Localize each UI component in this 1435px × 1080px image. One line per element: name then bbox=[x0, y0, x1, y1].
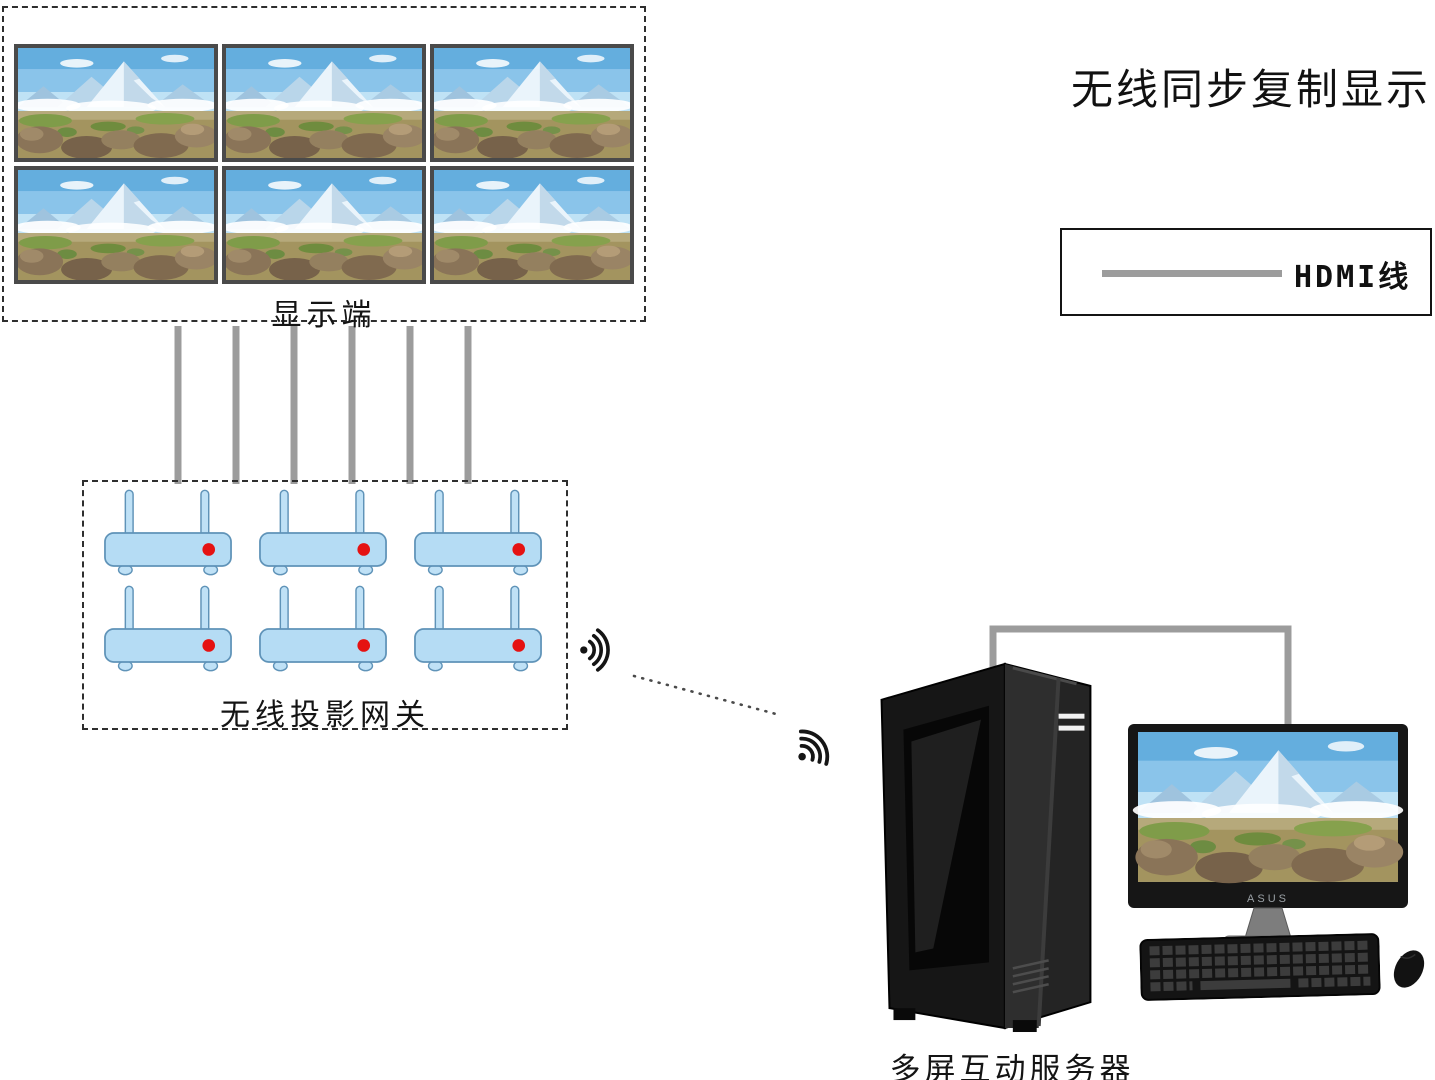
gateway-box bbox=[82, 480, 568, 730]
display-monitor bbox=[14, 166, 218, 284]
router-icon bbox=[259, 585, 387, 672]
landscape-image bbox=[18, 48, 214, 158]
hdmi-bracket-line bbox=[989, 625, 1292, 770]
display-monitor bbox=[14, 44, 218, 162]
gateway-label: 无线投影网关 bbox=[220, 699, 430, 732]
monitor-wall-grid bbox=[14, 44, 634, 284]
landscape-image bbox=[18, 170, 214, 280]
server-mouse bbox=[1384, 944, 1434, 994]
server-label: 多屏互动服务器 bbox=[889, 1052, 1135, 1080]
legend-hdmi-line bbox=[1102, 270, 1282, 277]
legend-label: HDMI线 bbox=[1294, 260, 1412, 295]
display-monitor bbox=[222, 166, 426, 284]
wifi-signal-icon-gateway bbox=[576, 624, 628, 676]
landscape-image bbox=[434, 170, 630, 280]
wireless-gateway-device bbox=[414, 487, 542, 579]
router-icon bbox=[414, 585, 542, 672]
asus-logo-text: ASUS bbox=[1247, 893, 1289, 905]
display-monitor bbox=[430, 166, 634, 284]
router-icon bbox=[104, 585, 232, 672]
keyboard-icon bbox=[1139, 933, 1381, 1001]
display-monitor bbox=[222, 44, 426, 162]
landscape-image bbox=[226, 48, 422, 158]
monitor-stand bbox=[1244, 907, 1292, 939]
wireless-dotted-line bbox=[632, 674, 778, 716]
landscape-image bbox=[226, 170, 422, 280]
server-keyboard bbox=[1139, 933, 1381, 1001]
legend-box: HDMI线 bbox=[1060, 228, 1432, 316]
router-icon bbox=[104, 489, 232, 576]
display-wall-label: 显示端 bbox=[271, 299, 377, 332]
wireless-gateway-device bbox=[259, 487, 387, 579]
tower-case-icon bbox=[879, 661, 1093, 1034]
landscape-image bbox=[434, 48, 630, 158]
router-icon bbox=[414, 489, 542, 576]
display-monitor bbox=[430, 44, 634, 162]
gateway-grid bbox=[104, 487, 542, 675]
server-monitor: ASUS bbox=[1128, 724, 1410, 956]
wireless-gateway-device bbox=[414, 583, 542, 675]
router-icon bbox=[259, 489, 387, 576]
monitor-screen bbox=[1132, 732, 1404, 884]
diagram-title: 无线同步复制显示 bbox=[1070, 66, 1431, 113]
server-tower bbox=[862, 658, 1104, 1034]
wireless-gateway-device bbox=[259, 583, 387, 675]
wireless-gateway-device bbox=[104, 583, 232, 675]
display-wall-box bbox=[2, 6, 646, 322]
wireless-gateway-device bbox=[104, 487, 232, 579]
mouse-icon bbox=[1386, 944, 1432, 994]
